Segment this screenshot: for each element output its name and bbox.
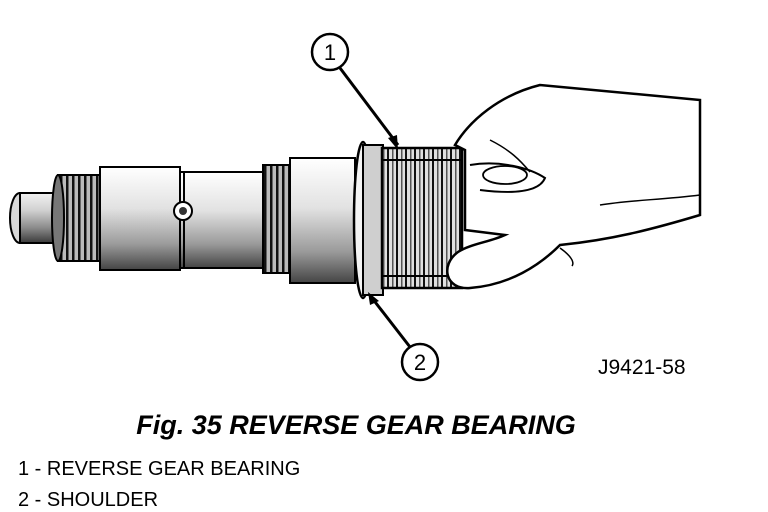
splined-ring-middle [262,164,294,274]
figure-caption: Fig. 35 REVERSE GEAR BEARING [136,410,576,440]
legend-item: 1 - REVERSE GEAR BEARING [18,458,301,480]
shaft-hub [99,166,266,271]
shaft-collar [289,157,356,284]
callout-2: 2 [368,292,440,382]
hand [446,83,702,290]
shaft-illustration: 1 2 [9,32,702,382]
shoulder [352,140,384,300]
figure-code: J9421-58 [598,356,686,379]
callout-1-number: 1 [324,40,336,65]
legend-item: 2 - SHOULDER [18,489,159,511]
splined-gear-left [51,174,104,262]
callout-1: 1 [310,32,400,150]
callout-2-number: 2 [414,350,426,375]
